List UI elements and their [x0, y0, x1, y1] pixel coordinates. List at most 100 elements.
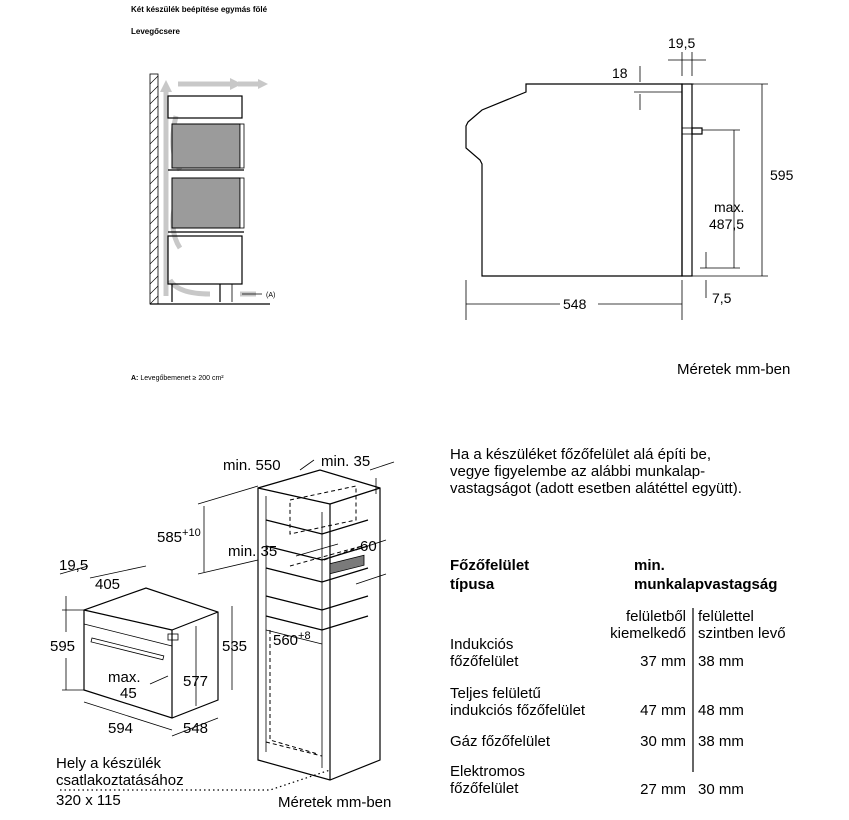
dim-min35-leader: [295, 543, 339, 557]
cabinet-dimension-labels: min. 550 min. 35 585+10 min. 35 60 560+8…: [50, 453, 391, 811]
oven-top-edge: [83, 609, 173, 631]
header-type-line1: Főzőfelület: [450, 557, 530, 574]
dim-min35-top-leader: [369, 461, 395, 471]
dim-577: 577: [183, 673, 208, 690]
dim-45: 45: [120, 685, 137, 702]
dim-560: 560+8: [273, 630, 311, 649]
footnote-text: Levegőbemenet ≥ 200 cm²: [140, 375, 224, 382]
oven-front-panel: [681, 83, 693, 277]
dim-560-sup: +8: [298, 630, 311, 642]
side-profile-panel: 19,5 18 595 max. 487,5 548 7,5 Méretek m…: [465, 35, 794, 378]
connection-leader: [60, 769, 331, 791]
oven-top-side: [171, 611, 219, 631]
dim-405-leader: [89, 565, 147, 579]
cell-raised: 47 mm: [640, 702, 686, 719]
base-compartment: [167, 235, 243, 285]
dim-60-leader-bottom: [355, 573, 387, 585]
row-type-line2: főzőfelület: [450, 780, 519, 797]
sub-raised-line1: felületből: [625, 608, 686, 625]
side-units-note: Méretek mm-ben: [677, 361, 790, 378]
dim-max-label: max.: [714, 199, 744, 215]
subheader-flush: felülettel szintben levő: [698, 608, 786, 642]
dim-560-value: 560: [273, 632, 298, 649]
connection-line2: csatlakoztatásához: [56, 772, 184, 789]
dim-19-5-oven: 19,5: [59, 557, 88, 574]
cell-raised: 37 mm: [640, 653, 686, 670]
dim-min-35-top: min. 35: [321, 453, 370, 470]
lower-shelf-board: [265, 595, 369, 631]
door-handle: [691, 127, 703, 135]
dim-min550-leader: [299, 459, 315, 471]
tall-cabinet: [257, 469, 381, 781]
callout-a: (A): [266, 292, 275, 299]
cell-flush: 48 mm: [698, 702, 744, 719]
dim-487-5: 487,5: [709, 216, 744, 232]
cell-flush: 38 mm: [698, 733, 744, 750]
dim-60-leader-top: [355, 539, 387, 551]
row-type-line1: Teljes felületű: [450, 685, 541, 702]
cabinet-vent-opening: [329, 554, 365, 575]
dim-585-sup: +10: [182, 527, 201, 539]
sub-flush-line2: szintben levő: [698, 625, 786, 642]
row-type-line1: Elektromos: [450, 763, 526, 780]
dim-405: 405: [95, 576, 120, 593]
wall: [149, 73, 159, 305]
oven-space-dashed: [265, 630, 323, 757]
dim-60: 60: [360, 538, 377, 555]
subheader-raised: felületből kiemelkedő: [574, 608, 686, 642]
dim-595-side: 595: [770, 167, 794, 183]
dim-595-oven: 595: [50, 638, 75, 655]
sub-raised-line2: kiemelkedő: [610, 625, 686, 642]
cell-flush: 38 mm: [698, 653, 744, 670]
cooktop-intro: Ha a készüléket főzőfelület alá építi be…: [450, 446, 742, 497]
ventilation-subtitle: Levegőcsere: [131, 27, 180, 36]
dim-min-35: min. 35: [228, 543, 277, 560]
table-row: Gáz főzőfelület: [450, 733, 550, 750]
connection-line1: Hely a készülék: [56, 755, 162, 772]
row-type-line2: indukciós főzőfelület: [450, 702, 586, 719]
ventilation-title: Két készülék beépítése egymás fölé: [131, 5, 268, 14]
header-type-line2: típusa: [450, 576, 495, 593]
dim-585-ext-bottom: [197, 559, 259, 575]
dim-max-label-oven: max.: [108, 669, 141, 686]
dim-585-value: 585: [157, 529, 182, 546]
header-min-thickness: min. munkalapvastagság: [634, 556, 777, 594]
ventilation-panel: Két készülék beépítése egymás fölé Leveg…: [131, 5, 275, 382]
upper-oven-door: [239, 123, 245, 169]
dim-560-line: [265, 629, 323, 645]
wall-hatching: [149, 75, 159, 305]
row-type-line1: Gáz főzőfelület: [450, 733, 551, 750]
row-type-line2: főzőfelület: [450, 653, 519, 670]
oven-knob: [167, 633, 179, 641]
oven-control-panel-line: [83, 623, 173, 647]
dim-19-5-leader: [59, 565, 89, 575]
sub-flush-line1: felülettel: [698, 608, 754, 625]
ventilation-footnote: A:Levegőbemenet ≥ 200 cm²: [131, 375, 224, 382]
row-type-line1: Indukciós: [450, 636, 514, 653]
header-min-line1: min.: [634, 557, 665, 574]
connection-line3: 320 x 115: [56, 792, 121, 809]
upper-shelf-board: [265, 519, 369, 583]
footnote-key: A:: [131, 375, 138, 382]
dim-594-line: [83, 701, 173, 731]
dim-594: 594: [108, 720, 133, 737]
dim-max45-leader: [149, 675, 169, 685]
header-min-line2: munkalapvastagság: [634, 576, 778, 593]
cabinet-top-side: [329, 487, 381, 505]
cabinet-cutout-dashed: [289, 485, 363, 567]
dim-19-5: 19,5: [668, 35, 695, 51]
dim-18: 18: [612, 65, 628, 81]
table-row: Elektromos főzőfelület: [450, 763, 525, 797]
oven-door-handle: [90, 637, 165, 661]
table-row: Indukciós főzőfelület: [450, 636, 518, 670]
oven-side-profile: [465, 83, 683, 277]
dim-min-550: min. 550: [223, 457, 281, 474]
cabinet-units-note: Méretek mm-ben: [278, 794, 391, 811]
header-cooktop-type: Főzőfelület típusa: [450, 556, 529, 594]
table-row: Teljes felületű indukciós főzőfelület: [450, 685, 585, 719]
dim-7-5: 7,5: [712, 290, 732, 306]
dim-548-line: [171, 717, 219, 737]
dim-535: 535: [222, 638, 247, 655]
dim-548-oven: 548: [183, 720, 208, 737]
